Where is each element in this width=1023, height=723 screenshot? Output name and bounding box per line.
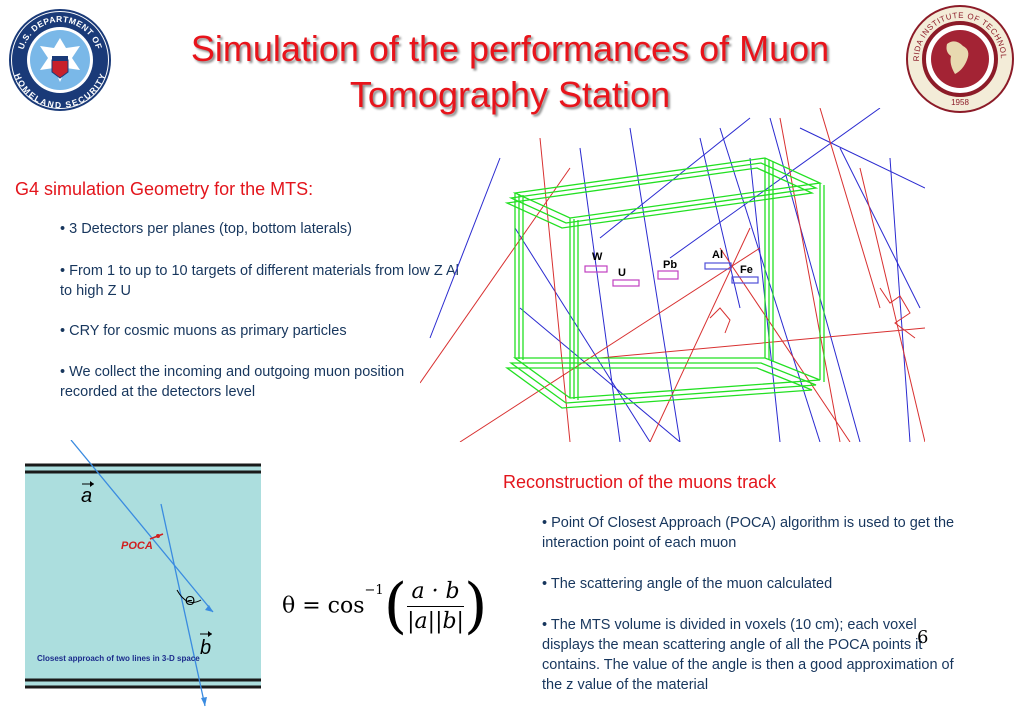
reconstruction-bullet-1: • Point Of Closest Approach (POCA) algor… bbox=[542, 515, 955, 551]
formula-right-paren: ) bbox=[463, 571, 488, 641]
geometry-heading: G4 simulation Geometry for the MTS: bbox=[15, 179, 314, 199]
reconstruction-bullet-2: • The scattering angle of the muon calcu… bbox=[542, 576, 833, 592]
target-label-fe: Fe bbox=[740, 264, 753, 276]
geometry-bullet-3: • CRY for cosmic muons as primary partic… bbox=[60, 323, 347, 339]
vector-a-label: a bbox=[81, 485, 92, 507]
target-label-al: Al bbox=[712, 249, 723, 261]
formula-left-paren: ( bbox=[383, 571, 408, 641]
vector-b-label: b bbox=[200, 637, 211, 659]
geometry-bullet-2: • From 1 to up to 10 targets of differen… bbox=[60, 263, 459, 299]
formula-exponent: −1 bbox=[364, 583, 384, 598]
reconstruction-bullet-3: • The MTS volume is divided in voxels (1… bbox=[542, 617, 954, 693]
dhs-logo: U.S. DEPARTMENT OF HOMELAND SECURITY bbox=[8, 8, 112, 112]
florida-tech-logo: FLORIDA INSTITUTE OF TECHNOLOGY 1958 bbox=[902, 0, 1015, 114]
reconstruction-heading: Reconstruction of the muons track bbox=[503, 472, 777, 492]
formula-fraction: a · b|a||b| bbox=[407, 579, 464, 634]
poca-label: POCA bbox=[121, 540, 153, 552]
formula-numerator: a · b bbox=[407, 579, 464, 607]
poca-caption: Closest approach of two lines in 3-D spa… bbox=[37, 654, 200, 663]
formula-lhs: θ = cos bbox=[282, 593, 365, 619]
poca-diagram: a b POCA Θ Closest approach of two lines… bbox=[25, 439, 265, 710]
target-label-pb: Pb bbox=[663, 259, 677, 271]
formula-denominator: |a||b| bbox=[407, 608, 464, 634]
geometry-bullet-1: • 3 Detectors per planes (top, bottom la… bbox=[60, 221, 352, 237]
scattering-angle-formula: θ = cos−1(a · b|a||b|) bbox=[282, 576, 487, 636]
angle-theta-label: Θ bbox=[185, 593, 195, 608]
florida-tech-logo-year: 1958 bbox=[951, 98, 969, 107]
mts-simulation-image: W U Pb Al Fe bbox=[419, 107, 926, 443]
page-number: 6 bbox=[917, 627, 929, 648]
target-label-u: U bbox=[618, 267, 626, 279]
geometry-bullet-4: • We collect the incoming and outgoing m… bbox=[60, 364, 405, 400]
slide-title: Simulation of the performances of Muon T… bbox=[190, 28, 830, 115]
target-label-w: W bbox=[592, 251, 603, 263]
